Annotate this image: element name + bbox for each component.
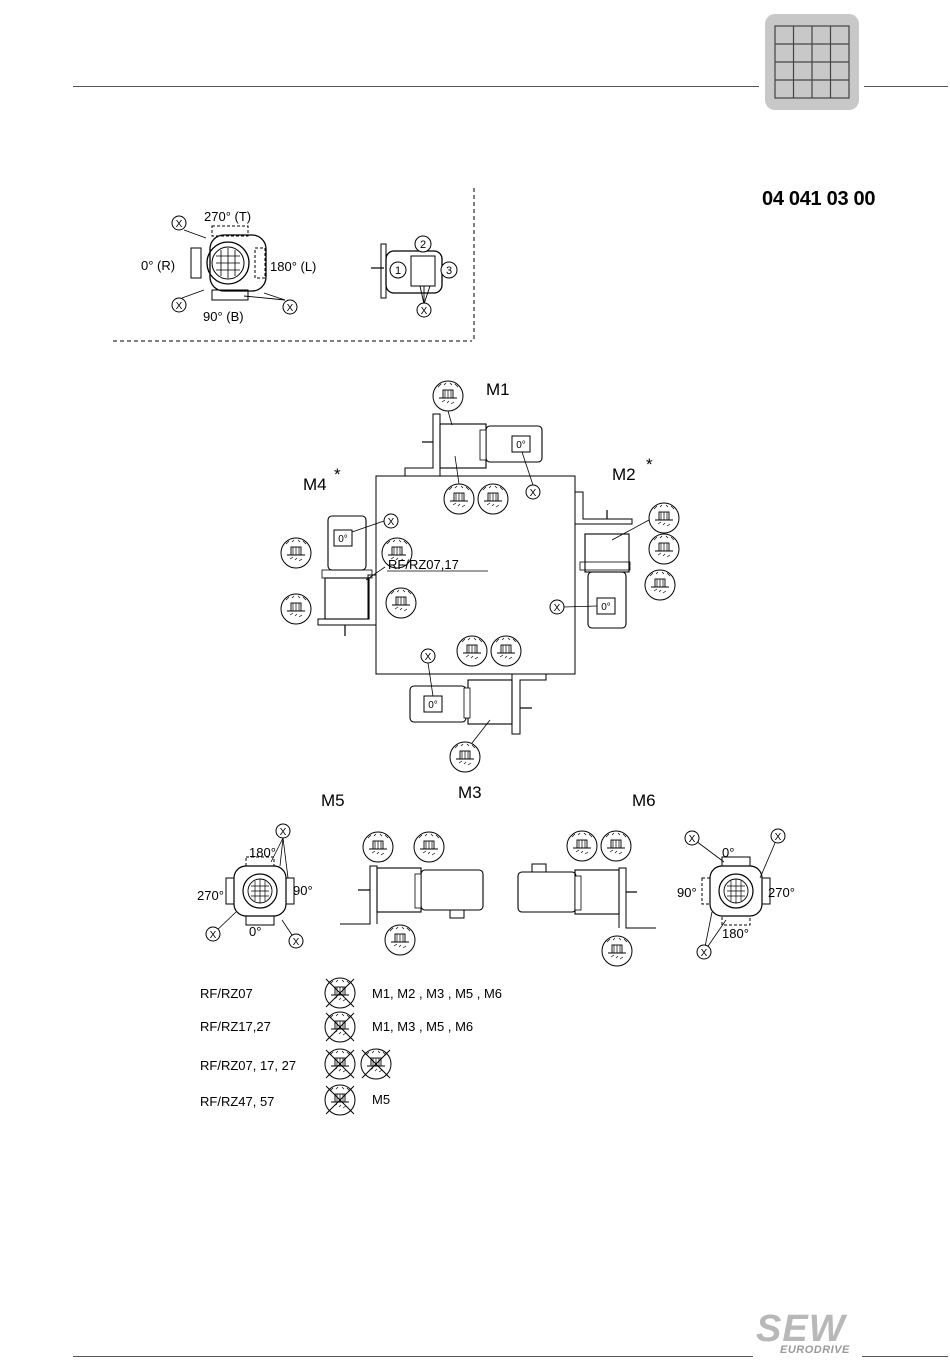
legend-block: X X X 270° (T) 0° (R) 180° (L) 90° (B) 1… <box>113 188 474 341</box>
svg-text:2: 2 <box>420 239 426 251</box>
label-m3: M3 <box>458 783 482 802</box>
restriction-type: RF/RZ07 <box>200 986 253 1001</box>
svg-text:X: X <box>421 306 428 317</box>
svg-text:1: 1 <box>395 265 401 277</box>
svg-text:X: X <box>388 517 395 528</box>
label-m5: M5 <box>321 791 345 810</box>
x-marker: X <box>384 514 398 528</box>
asterisk-m4: * <box>334 465 341 484</box>
sew-eurodrive-logo: SEW EURODRIVE <box>756 1310 860 1360</box>
x-marker: X <box>276 824 290 838</box>
x-marker: X <box>771 829 785 843</box>
x-marker: X <box>206 927 220 941</box>
svg-text:X: X <box>689 834 696 845</box>
x-marker: X <box>697 945 711 959</box>
x-marker: X <box>550 600 564 614</box>
restriction-type: RF/RZ17,27 <box>200 1019 271 1034</box>
x-marker: X <box>685 831 699 845</box>
svg-text:270°: 270° <box>197 888 224 903</box>
pos-label-left: 0° (R) <box>141 258 175 273</box>
svg-text:180°: 180° <box>249 845 276 860</box>
svg-text:X: X <box>775 832 782 843</box>
mounting-m5: M5 X X X 180° 270° 90° 0° <box>197 791 483 955</box>
motor-box-label: 0° <box>428 700 438 711</box>
x-marker: X <box>283 300 297 314</box>
restriction-positions: M1, M3 , M5 , M6 <box>372 1019 473 1034</box>
label-m1: M1 <box>486 380 510 399</box>
svg-text:X: X <box>280 827 287 838</box>
x-marker: X <box>421 649 435 663</box>
rf-note: RF/RZ07,17 <box>388 557 459 572</box>
svg-text:X: X <box>530 488 537 499</box>
logo-brand: SEW <box>756 1310 846 1348</box>
cable-entry-diagram <box>371 244 442 306</box>
footer-rule-right <box>862 1356 948 1357</box>
svg-text:3: 3 <box>446 265 452 277</box>
svg-text:180°: 180° <box>722 926 749 941</box>
svg-text:X: X <box>287 303 294 314</box>
svg-text:X: X <box>701 948 708 959</box>
mounting-cube: 0° X M1 0° X M2 * <box>281 380 679 802</box>
pos-label-top: 270° (T) <box>204 209 251 224</box>
x-marker: X <box>417 303 431 317</box>
svg-text:X: X <box>210 930 217 941</box>
restriction-type: RF/RZ47, 57 <box>200 1094 274 1109</box>
label-m2: M2 <box>612 465 636 484</box>
x-marker: X <box>172 216 186 230</box>
svg-text:X: X <box>425 652 432 663</box>
restriction-positions: M5 <box>372 1092 390 1107</box>
asterisk-m2: * <box>646 455 653 474</box>
restriction-positions: M1, M2 , M3 , M5 , M6 <box>372 986 502 1001</box>
logo-sub: EURODRIVE <box>780 1344 850 1356</box>
port-1: 1 <box>390 262 406 278</box>
svg-text:X: X <box>176 219 183 230</box>
x-marker: X <box>172 298 186 312</box>
port-2: 2 <box>415 236 431 252</box>
svg-text:0°: 0° <box>722 845 734 860</box>
mounting-m6: M6 X X X 0° 90° 270° 180° <box>518 791 795 966</box>
label-m6: M6 <box>632 791 656 810</box>
svg-text:90°: 90° <box>677 885 697 900</box>
label-m4: M4 <box>303 475 327 494</box>
svg-text:90°: 90° <box>293 883 313 898</box>
svg-text:X: X <box>293 937 300 948</box>
motor-box-label: 0° <box>516 440 526 451</box>
svg-text:X: X <box>176 301 183 312</box>
restriction-table: RF/RZ07 M1, M2 , M3 , M5 , M6 RF/RZ17,27… <box>200 978 502 1115</box>
svg-text:X: X <box>554 603 561 614</box>
motor-box-label: 0° <box>601 602 611 613</box>
pos-label-bottom: 90° (B) <box>203 309 244 324</box>
svg-text:0°: 0° <box>249 924 261 939</box>
footer-rule-left <box>73 1356 753 1357</box>
motor-box-label: 0° <box>338 534 348 545</box>
x-marker: X <box>526 485 540 499</box>
port-3: 3 <box>441 262 457 278</box>
x-marker: X <box>289 934 303 948</box>
restriction-type: RF/RZ07, 17, 27 <box>200 1058 296 1073</box>
svg-text:270°: 270° <box>768 885 795 900</box>
pos-label-right: 180° (L) <box>270 259 316 274</box>
